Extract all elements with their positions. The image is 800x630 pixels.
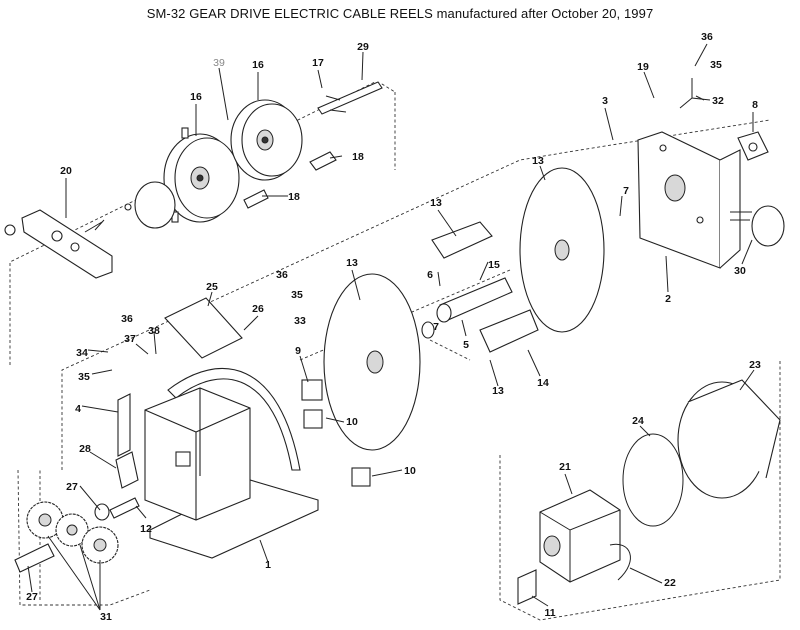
callout-16b: 16 xyxy=(190,91,202,103)
callout-39: 39 xyxy=(213,57,225,69)
diagram-title: SM-32 GEAR DRIVE ELECTRIC CABLE REELS ma… xyxy=(146,6,654,21)
callout-36a: 36 xyxy=(701,31,713,43)
callout-35b: 35 xyxy=(291,289,303,301)
part-16-drum-front xyxy=(163,127,240,223)
callout-4: 4 xyxy=(75,403,81,415)
callout-26: 26 xyxy=(252,303,264,315)
part-24-ring xyxy=(622,433,684,527)
part-2-side-frame xyxy=(637,131,741,269)
callout-2: 2 xyxy=(665,293,671,305)
part-5-hub-shaft xyxy=(421,277,513,339)
part-25-gasket xyxy=(164,297,243,359)
boundary-upper xyxy=(9,81,396,365)
part-11-bracket xyxy=(517,569,537,605)
callout-36c: 36 xyxy=(121,313,133,325)
part-29-shaft xyxy=(317,81,383,115)
part-4-bracket xyxy=(117,393,131,457)
callout-11: 11 xyxy=(544,607,555,619)
part-28-plate xyxy=(115,451,139,489)
callout-35a: 35 xyxy=(710,59,722,71)
part-13-barrel-halves xyxy=(431,221,539,353)
callout-25: 25 xyxy=(206,281,218,293)
part-9-10-bearing-plates xyxy=(301,379,371,487)
callout-18a: 18 xyxy=(352,151,364,163)
part-13-flange-rear xyxy=(519,167,605,333)
boundary-collector xyxy=(499,360,781,621)
part-22-brushes xyxy=(609,543,631,581)
part-16-drum-back xyxy=(230,99,303,181)
part-18-studs xyxy=(243,151,337,209)
callout-5: 5 xyxy=(463,339,469,351)
callout-3: 3 xyxy=(602,95,608,107)
callout-31: 31 xyxy=(100,611,112,623)
callout-15: 15 xyxy=(488,259,500,271)
callout-7a: 7 xyxy=(623,185,629,197)
callout-27b: 27 xyxy=(26,591,38,603)
callout-1: 1 xyxy=(265,559,271,571)
callout-13a: 13 xyxy=(532,155,544,167)
callout-19: 19 xyxy=(637,61,649,73)
boundary-mid xyxy=(299,269,511,361)
callout-10b: 10 xyxy=(404,465,416,477)
callout-8: 8 xyxy=(752,99,758,111)
callout-29: 29 xyxy=(357,41,369,53)
callout-6: 6 xyxy=(427,269,433,281)
callout-20: 20 xyxy=(60,165,72,177)
part-30-motor-cap xyxy=(730,205,785,247)
callout-33: 33 xyxy=(294,315,306,327)
callout-28: 28 xyxy=(79,443,91,455)
callout-38: 38 xyxy=(148,325,160,337)
part-27-pinion xyxy=(14,497,140,573)
part-20-mounting-bar xyxy=(4,209,113,279)
part-8-bracket xyxy=(737,131,769,161)
callout-14: 14 xyxy=(537,377,549,389)
callout-13b: 13 xyxy=(430,197,442,209)
gearbox-housing xyxy=(144,387,251,521)
callout-17: 17 xyxy=(312,57,324,69)
part-13-flange-front xyxy=(323,273,421,451)
callout-18b: 18 xyxy=(288,191,300,203)
callout-32: 32 xyxy=(712,95,724,107)
callout-30: 30 xyxy=(734,265,746,277)
callout-37: 37 xyxy=(124,333,136,345)
callout-27a: 27 xyxy=(66,481,78,493)
callout-24: 24 xyxy=(632,415,644,427)
callout-7b: 7 xyxy=(433,321,439,333)
callout-21: 21 xyxy=(559,461,571,473)
callout-12: 12 xyxy=(140,523,152,535)
boundary-upper-right xyxy=(39,92,396,600)
part-21-collector xyxy=(539,489,621,583)
part-16-cover xyxy=(124,181,176,229)
callout-35c: 35 xyxy=(78,371,90,383)
callout-13d: 13 xyxy=(492,385,504,397)
callout-10a: 10 xyxy=(346,416,358,428)
callout-labels: 39 16 16 17 29 18 18 20 36 35 32 19 3 8 … xyxy=(26,31,761,623)
part-32-handle xyxy=(679,78,711,109)
callout-9: 9 xyxy=(295,345,301,357)
boundary-lower-left xyxy=(17,469,151,606)
part-23-cover xyxy=(677,379,781,499)
leader-lines xyxy=(27,43,755,611)
callout-23: 23 xyxy=(749,359,761,371)
callout-36b: 36 xyxy=(276,269,288,281)
callout-13c: 13 xyxy=(346,257,358,269)
callout-34: 34 xyxy=(76,347,88,359)
callout-16a: 16 xyxy=(252,59,264,71)
callout-22: 22 xyxy=(664,577,676,589)
